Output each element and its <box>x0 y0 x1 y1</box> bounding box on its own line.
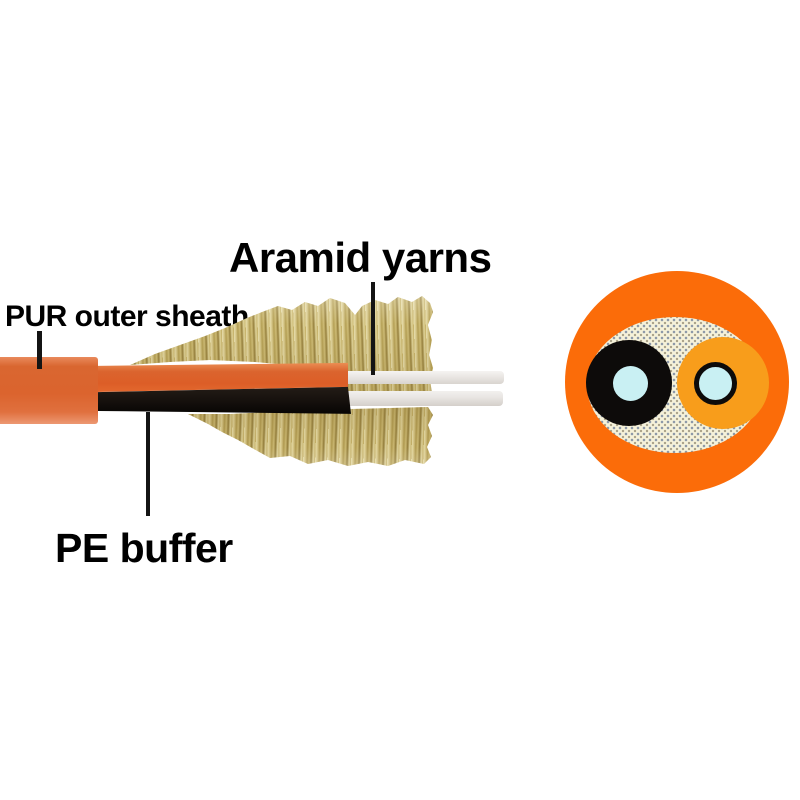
aramid-yarn-fan-lower <box>188 407 433 466</box>
pe-pointer-line <box>146 412 150 516</box>
cross-section-fiber-core-right <box>694 362 737 405</box>
pe-buffer-label: PE buffer <box>55 525 233 571</box>
aramid-pointer-line <box>371 282 375 375</box>
optical-fiber-upper <box>343 371 504 384</box>
pe-buffer-strip <box>97 386 351 414</box>
optical-fiber-lower <box>346 391 503 406</box>
pur-outer-sheath-label: PUR outer sheath <box>5 300 249 333</box>
inner-sheath-strip <box>97 362 348 392</box>
aramid-yarns-label: Aramid yarns <box>229 234 492 281</box>
cross-section-fiber-core-left <box>613 366 648 401</box>
pur-outer-sheath-segment <box>0 357 98 424</box>
pur-pointer-line <box>37 331 42 369</box>
